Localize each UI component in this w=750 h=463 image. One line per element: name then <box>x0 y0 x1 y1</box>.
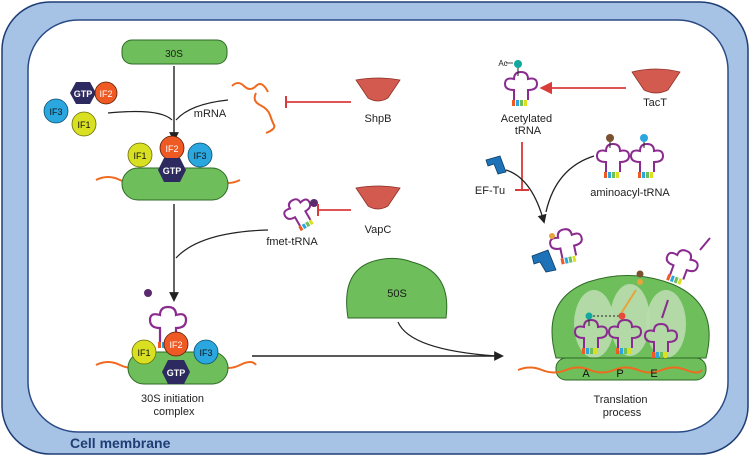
aminoacyl-trna-2 <box>629 142 665 178</box>
if3-free: IF3 <box>43 98 69 124</box>
lsu-50s: 50S <box>346 257 448 319</box>
acetylated-trna-label-line2: tRNA <box>515 125 542 137</box>
acetyl-residue <box>514 60 522 68</box>
arrow-50s-join <box>397 321 497 357</box>
acetylated-trna-label: Acetylated tRNA <box>501 113 555 137</box>
initiation-complex-label: 30S initiation complex <box>141 393 207 418</box>
acetylated-trna-label-line1: Acetylated <box>501 113 552 125</box>
tact-toxin <box>631 68 681 94</box>
ssu-30s: 30S <box>121 39 228 65</box>
svg-text:IF3: IF3 <box>199 348 212 358</box>
svg-text:IF3: IF3 <box>193 151 206 161</box>
free-trna-tail <box>699 237 711 251</box>
free-trna <box>665 249 699 285</box>
mrna-free-strand <box>231 82 276 134</box>
ssu-preinitiation-complex: IF1 IF2 IF3 GTP <box>95 135 241 201</box>
fmet-residue <box>310 199 318 207</box>
vapc-label: VapC <box>365 224 392 236</box>
if1-free: IF1 <box>71 111 97 137</box>
site-e-label: E <box>650 368 657 380</box>
fmet-trna <box>283 198 314 232</box>
svg-text:GTP: GTP <box>167 368 186 378</box>
svg-text:IF2: IF2 <box>169 340 182 350</box>
svg-text:30S: 30S <box>165 49 183 60</box>
gtp-if2-free: GTP IF2 <box>70 81 118 105</box>
arrow-eftu-ternary <box>505 169 547 224</box>
tact-label: TacT <box>643 97 667 109</box>
ac-label: Ac <box>498 59 507 68</box>
arrow-aatrna-ternary <box>545 155 595 213</box>
svg-text:IF3: IF3 <box>49 107 62 117</box>
svg-text:IF1: IF1 <box>77 120 90 130</box>
vapc-toxin <box>355 185 401 210</box>
acetylated-trna <box>503 70 539 106</box>
shpb-toxin <box>355 77 401 102</box>
cell-membrane-label: Cell membrane <box>70 435 171 451</box>
initiation-complex-label-line2: complex <box>154 406 195 418</box>
site-a-label: A <box>582 368 590 380</box>
translating-ribosome: A P E <box>517 270 710 381</box>
mrna-label: mRNA <box>194 108 227 120</box>
svg-text:GTP: GTP <box>163 166 182 176</box>
site-p-label: P <box>616 368 623 380</box>
ef-tu-label: EF-Tu <box>475 185 505 197</box>
initiation-complex-label-line1: 30S initiation <box>141 393 204 405</box>
svg-text:IF1: IF1 <box>133 151 146 161</box>
svg-text:50S: 50S <box>387 288 407 300</box>
ef-tu-protein <box>485 155 507 175</box>
svg-text:IF1: IF1 <box>137 348 150 358</box>
initiation-complex: IF1 IF2 IF3 GTP <box>95 289 257 385</box>
aminoacyl-trna-label: aminoacyl-tRNA <box>590 187 670 199</box>
arrow-ifs-join <box>107 110 173 121</box>
translation-process-label-line2: process <box>603 407 642 419</box>
shpb-label: ShpB <box>365 113 392 125</box>
aa-residue-2 <box>640 134 648 142</box>
arrow-mrna-join <box>175 99 229 121</box>
ternary-complex <box>531 228 583 273</box>
fmet-trna-label: fmet-tRNA <box>266 236 318 248</box>
svg-text:GTP: GTP <box>74 89 93 99</box>
aminoacyl-trna-1 <box>595 142 631 178</box>
translation-process-label-line1: Translation <box>593 394 647 406</box>
translation-process-label: Translation process <box>593 394 650 419</box>
svg-text:IF2: IF2 <box>165 144 178 154</box>
arrow-fmet-join <box>175 229 269 259</box>
aa-residue-1 <box>606 134 614 142</box>
svg-text:IF2: IF2 <box>99 89 112 99</box>
